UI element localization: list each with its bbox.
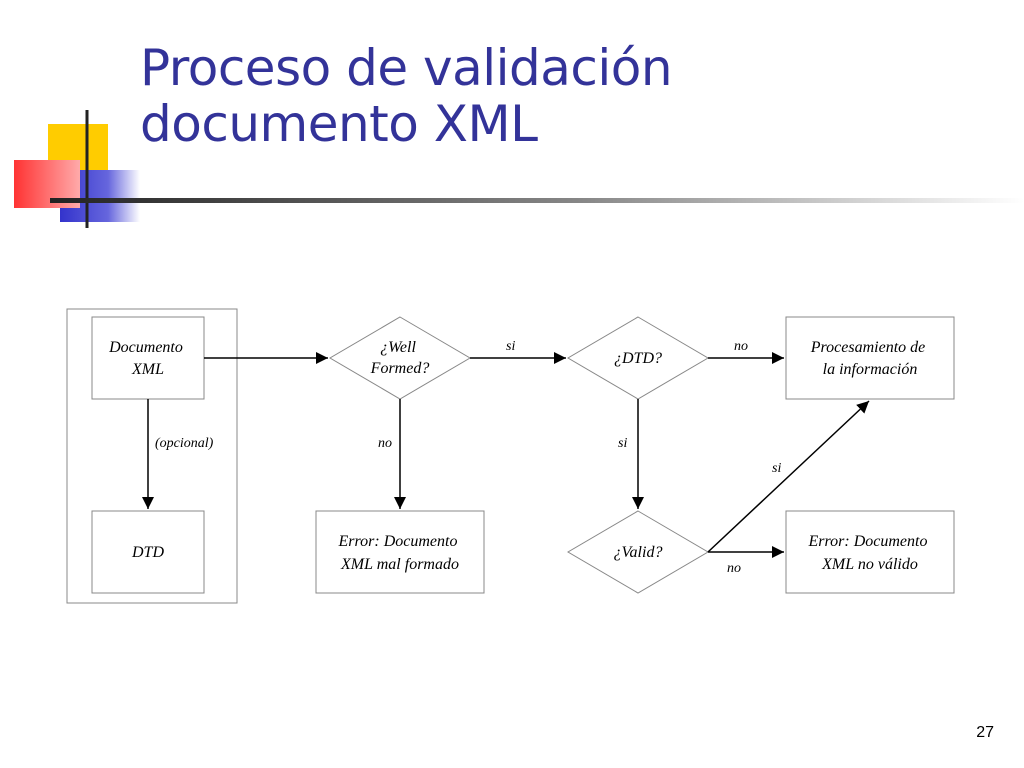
node-procesamiento-label: Procesamiento de la información [810,339,929,378]
slide-title: Proceso de validación documento XML [140,39,673,153]
node-dtd-line-1: DTD [131,544,164,561]
decision-well-formed-diamond [329,316,471,400]
decision-dtd: ¿DTD? [567,316,709,400]
title-rule [50,198,1024,203]
node-error-mal-formado-line-2: XML mal formado [340,556,459,573]
node-error-no-valido-line-1: Error: Documento [808,533,928,550]
node-error-mal-formado-line-1: Error: Documento [338,533,458,550]
node-error-mal-formado: Error: Documento XML mal formado [315,510,485,594]
edge-label-dtd-no: no [734,339,748,354]
edge-label-valid-no: no [727,561,741,576]
decision-dtd-label: ¿DTD? [614,350,662,367]
node-error-no-valido: Error: Documento XML no válido [785,510,955,594]
edge-label-dtd-yes: si [618,436,627,451]
input-group-frame [66,308,238,604]
edge-valid-yes [707,400,870,553]
decision-well-formed: ¿Well Formed? [329,316,471,400]
edge-label-opcional: (opcional) [155,436,214,451]
edge-label-valid-yes: si [772,461,781,476]
node-documento-xml: Documento XML [91,316,205,400]
node-error-mal-formado-box [315,510,485,594]
node-dtd: DTD [91,510,205,594]
node-documento-xml-line-2: XML [131,361,164,378]
decision-dtd-line-1: ¿DTD? [614,350,662,367]
slide-title-line-2: documento XML [140,95,538,153]
decision-well-formed-line-2: Formed? [370,360,430,377]
node-error-no-valido-box [785,510,955,594]
decision-valid-line-1: ¿Valid? [614,544,663,561]
slide-number: 27 [976,724,994,741]
node-dtd-box [91,510,205,594]
node-error-no-valido-label: Error: Documento XML no válido [808,533,932,573]
node-dtd-label: DTD [131,544,164,561]
edge-label-well-formed-yes: si [506,339,515,354]
decision-well-formed-label: ¿Well Formed? [370,339,430,377]
decision-valid-diamond [567,510,709,594]
node-documento-xml-line-1: Documento [108,339,183,356]
node-procesamiento-line-1: Procesamiento de [810,339,925,356]
decision-well-formed-line-1: ¿Well [380,339,416,356]
node-documento-xml-label: Documento XML [108,339,187,378]
node-procesamiento: Procesamiento de la información [785,316,955,400]
node-error-no-valido-line-2: XML no válido [821,556,918,573]
node-documento-xml-box [91,316,205,400]
decision-valid: ¿Valid? [567,510,709,594]
node-error-mal-formado-label: Error: Documento XML mal formado [338,533,462,573]
node-procesamiento-box [785,316,955,400]
slide-title-line-1: Proceso de validación [140,39,673,97]
decision-valid-label: ¿Valid? [614,544,663,561]
decorative-corner-graphic [14,110,1024,228]
edge-label-well-formed-no: no [378,436,392,451]
node-procesamiento-line-2: la información [823,361,918,378]
